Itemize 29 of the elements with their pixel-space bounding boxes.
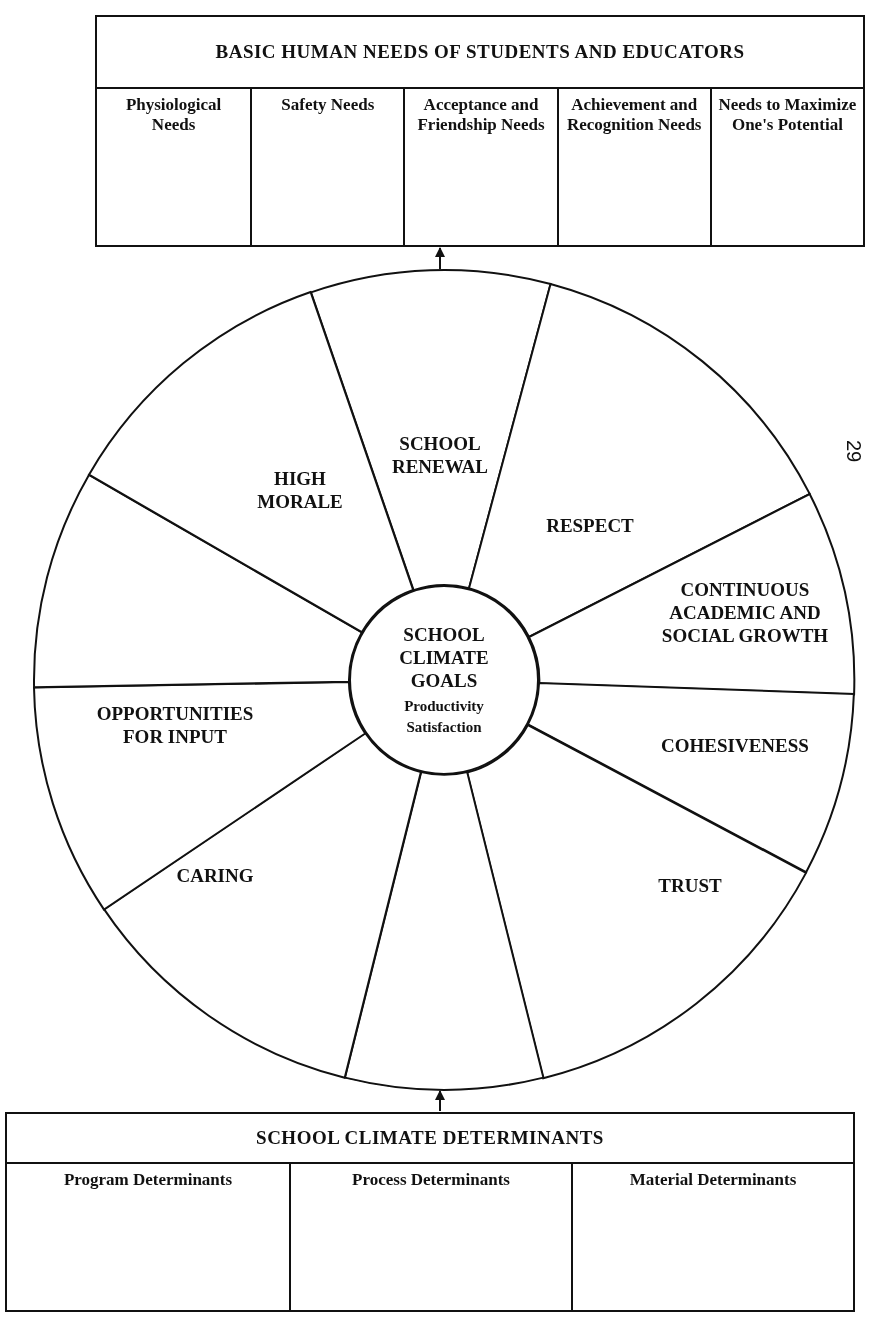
table-header: SCHOOL CLIMATE DETERMINANTS <box>7 1114 853 1164</box>
table-cell: Achievement and Recognition Needs <box>556 87 710 245</box>
goal-title: SCHOOL CLIMATE GOALS <box>398 622 490 692</box>
table-header: BASIC HUMAN NEEDS OF STUDENTS AND EDUCATORS <box>97 17 863 89</box>
page-number: 29 <box>842 440 865 463</box>
table-cell: Safety Needs <box>250 87 404 245</box>
arrow <box>435 1090 445 1112</box>
segment-label: CARING <box>175 863 255 887</box>
table-box <box>95 15 865 247</box>
segment-label: HIGH MORALE <box>256 467 344 513</box>
table-cell: Program Determinants <box>7 1162 289 1310</box>
table-box <box>5 1112 855 1312</box>
wheel-segment <box>344 772 544 1090</box>
segment-label: COHESIVENESS <box>660 733 810 757</box>
table-cell: Acceptance and Friendship Needs <box>403 87 557 245</box>
segment-label: TRUST <box>657 873 723 897</box>
wheel-segment <box>34 681 366 910</box>
wheel-segment <box>527 683 854 873</box>
goal-subtitle: Productivity Satisfaction <box>403 696 485 737</box>
segment-label: RESPECT <box>545 513 635 537</box>
wheel-segment <box>528 493 854 695</box>
segment-label: OPPORTUNITIES FOR INPUT <box>95 702 255 748</box>
arrow <box>435 247 445 270</box>
table-cell: Process Determinants <box>289 1162 571 1310</box>
segment-label: CONTINUOUS ACADEMIC AND SOCIAL GROWTH <box>660 577 830 647</box>
table-cell: Material Determinants <box>571 1162 853 1310</box>
table-cell: Needs to Maximize One's Potential <box>709 87 863 245</box>
segment-label: SCHOOL RENEWAL <box>390 432 489 478</box>
table-cell: Physiological Needs <box>97 87 251 245</box>
